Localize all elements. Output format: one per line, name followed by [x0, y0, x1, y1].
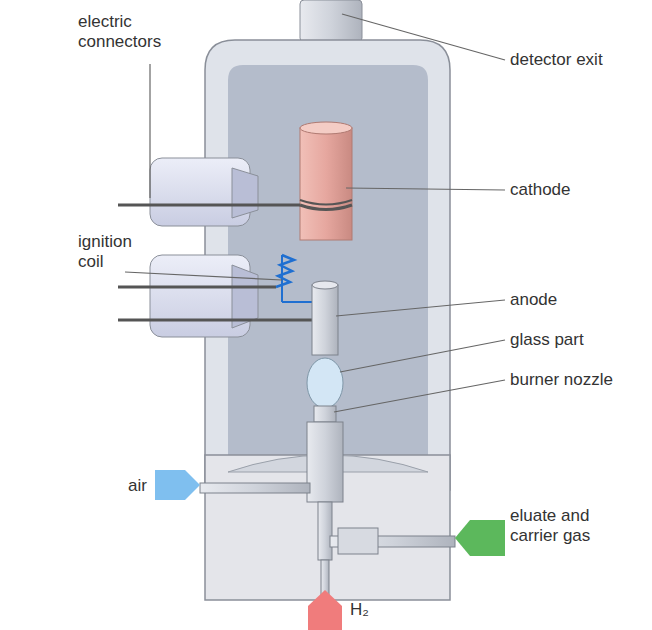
- inlet-label: H₂: [350, 600, 390, 620]
- inlet-label: eluate and carrier gas: [510, 506, 622, 546]
- part-label: cathode: [510, 180, 640, 200]
- part-label: detector exit: [510, 50, 640, 70]
- part-label: burner nozzle: [510, 370, 645, 390]
- part-label: anode: [510, 290, 640, 310]
- part-label: electric connectors: [78, 12, 178, 52]
- part-label: ignition coil: [78, 232, 158, 272]
- part-label: glass part: [510, 330, 640, 350]
- inlet-label: air: [128, 476, 158, 496]
